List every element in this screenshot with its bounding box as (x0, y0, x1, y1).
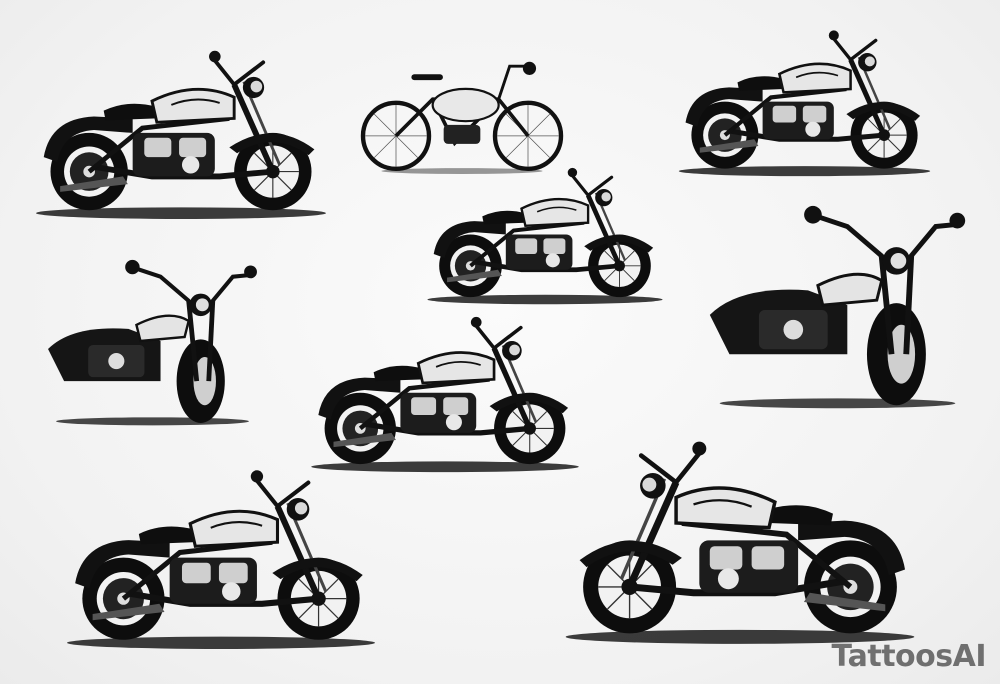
motorcycle-cruiser (652, 22, 957, 177)
motorcycle-bobber (36, 38, 326, 223)
watermark-logo: TattoosAI (831, 639, 987, 674)
motorcycle-cruiser (410, 160, 680, 305)
motorcycle-chopper (36, 460, 406, 650)
motorcycle-chopper (40, 240, 265, 450)
motorcycle-chopper (505, 430, 975, 645)
motorcycle-cruiser (700, 185, 975, 435)
